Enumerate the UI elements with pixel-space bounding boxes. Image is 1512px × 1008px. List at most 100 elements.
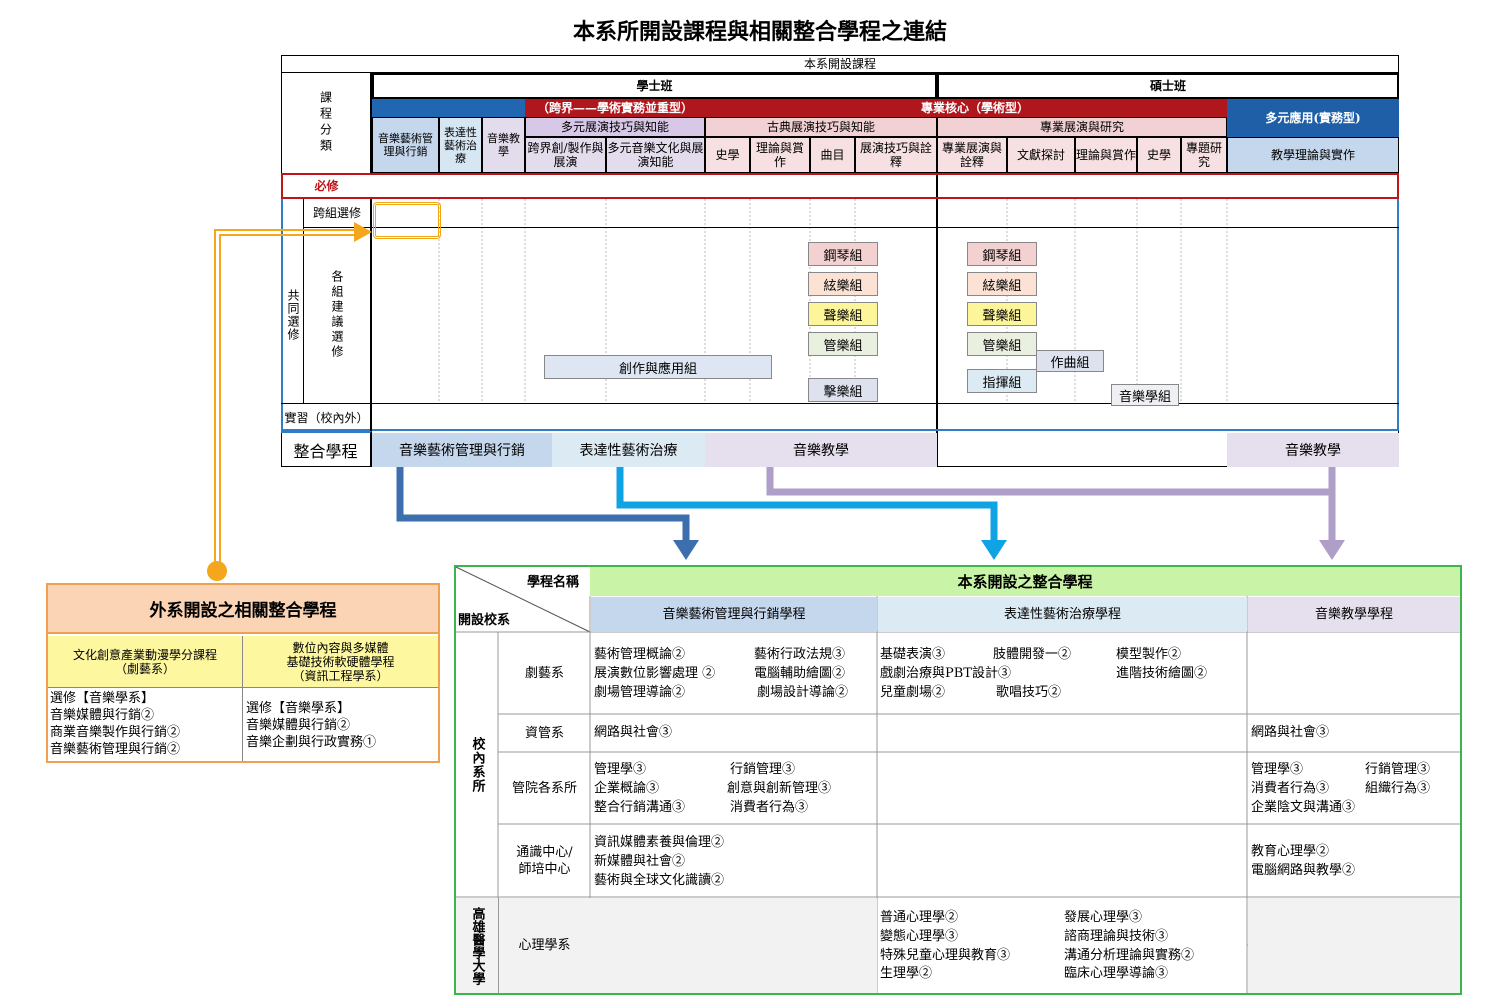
corner-top: 學程名稱 bbox=[527, 575, 580, 590]
box-m-strings: 絃樂組 bbox=[967, 272, 1037, 296]
school-out-divider bbox=[498, 898, 499, 993]
integrated-exp-therapy: 表達性藝術治療 bbox=[552, 433, 705, 467]
external-col1-line: 商業音樂製作與行銷② bbox=[50, 725, 181, 740]
sub-m-hist: 史學 bbox=[1137, 137, 1181, 173]
row-name-im: 資管系 bbox=[524, 725, 564, 741]
course: 模型製作② bbox=[1116, 647, 1182, 662]
band-core-label: 專業核心（學術型） bbox=[920, 101, 1029, 115]
course: 新媒體與社會② bbox=[594, 854, 686, 869]
course: 溝通分析理論與實務② bbox=[1064, 948, 1195, 963]
course: 肢體開發一② bbox=[993, 647, 1072, 662]
col-head-exp-therapy: 表達性藝術治療學程 bbox=[878, 597, 1247, 632]
box-m-winds: 管樂組 bbox=[967, 332, 1037, 356]
integrated-music-edu: 音樂教學 bbox=[705, 433, 937, 467]
course: 企業陰文與溝通③ bbox=[1251, 800, 1356, 815]
course: 整合行銷溝通③ bbox=[594, 800, 686, 815]
common-elective-label: 共同選修 bbox=[286, 289, 300, 341]
cross-row-line bbox=[304, 227, 1399, 228]
sub-theory: 理論與賞作 bbox=[750, 137, 810, 173]
col-head-arts-mgmt: 音樂藝術管理與行銷學程 bbox=[591, 597, 877, 632]
external-col1-line: 選修【音樂學系】 bbox=[50, 691, 155, 706]
external-col2-body: 選修【音樂學系】 音樂媒體與行銷② 音樂企劃與行政實務① bbox=[246, 700, 436, 751]
course: 行銷管理③ bbox=[1365, 762, 1431, 777]
course: 管理學③ bbox=[1251, 762, 1304, 777]
course: 電腦網路與教學② bbox=[1251, 863, 1356, 878]
course: 特殊兒童心理與教育③ bbox=[880, 948, 1011, 963]
course: 劇場設計導論② bbox=[757, 685, 849, 700]
school-out-bg bbox=[456, 898, 590, 993]
row-name-drama: 劇藝系 bbox=[524, 665, 564, 681]
group-classical: 古典展演技巧與知能 bbox=[705, 117, 937, 137]
category-label-cell: 課程分類 bbox=[281, 73, 372, 173]
course: 諮商理論與技術③ bbox=[1064, 929, 1169, 944]
external-programs bbox=[46, 583, 440, 763]
course: 電腦輔助繪圖② bbox=[754, 666, 846, 681]
course: 網路與社會③ bbox=[1251, 725, 1330, 740]
box-musicology: 音樂學組 bbox=[1111, 384, 1179, 406]
common-col-line bbox=[303, 199, 304, 403]
page-title: 本系所開設課程與相關整合學程之連結 bbox=[572, 19, 947, 45]
required-label: 必修 bbox=[314, 179, 339, 193]
band-blue bbox=[372, 99, 525, 117]
group-elective-label-cell: 各組建議選修 bbox=[304, 228, 370, 402]
course: 臨床心理學導論③ bbox=[1064, 966, 1169, 981]
course-table-header: 本系開設課程 bbox=[281, 55, 1399, 73]
sub-repertoire: 曲目 bbox=[810, 137, 855, 173]
external-title: 外系開設之相關整合學程 bbox=[48, 585, 438, 634]
course: 藝術管理概論② bbox=[594, 647, 686, 662]
course: 管理學③ bbox=[594, 762, 647, 777]
master-header: 碩士班 bbox=[937, 73, 1399, 99]
sub-m-theory: 理論與賞作 bbox=[1075, 137, 1137, 173]
external-col2-line: 選修【音樂學系】 bbox=[246, 701, 351, 716]
school-out-label: 高雄醫學大學 bbox=[469, 906, 485, 985]
box-voice: 聲樂組 bbox=[808, 302, 878, 326]
row-name-mgmt: 管院各系所 bbox=[511, 780, 577, 796]
bottom-header: 本系開設之整合學程 bbox=[957, 573, 1093, 591]
band-cross-label: （跨界——學術實務並重型） bbox=[536, 101, 693, 115]
integrated-arts-mgmt: 音樂藝術管理與行銷 bbox=[372, 433, 552, 467]
external-col1-head: 文化創意產業動漫學分課程 （劇藝系） bbox=[48, 636, 243, 688]
school-out-bg-right bbox=[590, 898, 877, 993]
course: 行銷管理③ bbox=[730, 762, 796, 777]
external-col2-head: 數位內容與多媒體 基礎技術軟硬體學程 （資訊工程學系） bbox=[243, 636, 438, 688]
row-name-general: 通識中心/ 師培中心 bbox=[516, 845, 573, 877]
elective-frame bbox=[281, 199, 1399, 431]
sub-arts-mgmt: 音樂藝術管理與行銷 bbox=[372, 117, 439, 173]
school-in-label-cell: 校內系所 bbox=[456, 633, 498, 897]
cross-elective-highlight bbox=[373, 202, 441, 239]
external-col1-line: 音樂藝術管理與行銷② bbox=[50, 742, 181, 757]
school-out-label-cell: 高雄醫學大學 bbox=[456, 898, 498, 993]
course: 歌唱技巧② bbox=[996, 685, 1062, 700]
box-m-piano: 鋼琴組 bbox=[967, 242, 1037, 266]
course: 創意與創新管理③ bbox=[727, 781, 832, 796]
integrated-table bbox=[454, 565, 1462, 995]
box-composition: 作曲組 bbox=[1036, 350, 1104, 372]
external-col2-line: 音樂媒體與行銷② bbox=[246, 718, 351, 733]
label-col-line bbox=[370, 199, 372, 431]
course: 生理學② bbox=[880, 966, 933, 981]
school-in-label: 校內系所 bbox=[469, 737, 485, 793]
group-elective-label: 各組建議選修 bbox=[330, 270, 344, 360]
course: 基礎表演③ bbox=[880, 647, 946, 662]
course: 普通心理學② bbox=[880, 910, 959, 925]
integrated-music-edu-master: 音樂教學 bbox=[1227, 433, 1399, 467]
course: 資訊媒體素養與倫理② bbox=[594, 835, 725, 850]
box-creation: 創作與應用組 bbox=[544, 355, 772, 379]
band-multi-label: 多元應用(實務型) bbox=[1227, 99, 1399, 137]
sub-m-teach: 教學理論與實作 bbox=[1227, 137, 1399, 173]
band-red bbox=[525, 99, 1227, 117]
course: 教育心理學② bbox=[1251, 844, 1330, 859]
box-m-voice: 聲樂組 bbox=[967, 302, 1037, 326]
course: 藝術與全球文化識讀② bbox=[594, 873, 725, 888]
box-strings: 絃樂組 bbox=[808, 272, 878, 296]
box-piano: 鋼琴組 bbox=[808, 242, 878, 266]
box-winds: 管樂組 bbox=[808, 332, 878, 356]
course: 藝術行政法規③ bbox=[754, 647, 846, 662]
sub-multi-culture: 多元音樂文化與展演知能 bbox=[606, 137, 705, 173]
external-col-divider bbox=[242, 688, 243, 761]
integrated-label: 整合學程 bbox=[281, 431, 372, 467]
course: 劇場管理導論② bbox=[594, 685, 686, 700]
common-elective-label-cell: 共同選修 bbox=[283, 228, 303, 402]
course: 組織行為③ bbox=[1365, 781, 1431, 796]
